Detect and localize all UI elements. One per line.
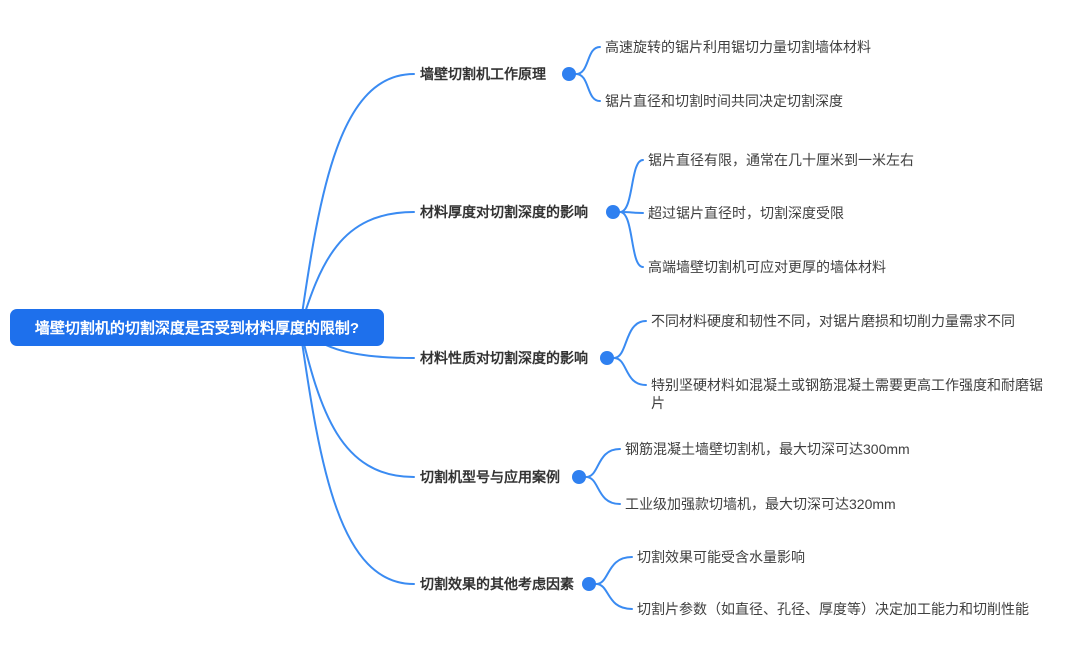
branch-collapse-dot-icon[interactable] <box>606 205 620 219</box>
branch-node[interactable]: 材料性质对切割深度的影响 <box>420 350 588 366</box>
connector-curve <box>585 476 621 505</box>
leaf-node[interactable]: 切割效果可能受含水量影响 <box>637 549 805 565</box>
connector-curve <box>613 320 647 359</box>
branch-collapse-dot-icon[interactable] <box>582 577 596 591</box>
connector-curve <box>299 327 415 585</box>
connector-curve <box>619 211 644 268</box>
leaf-node[interactable]: 锯片直径有限，通常在几十厘米到一米左右 <box>648 152 914 168</box>
connector-curve <box>575 73 601 102</box>
leaf-node[interactable]: 钢筋混凝土墙壁切割机，最大切深可达300mm <box>625 441 910 457</box>
leaf-node[interactable]: 特别坚硬材料如混凝土或钢筋混凝土需要更高工作强度和耐磨锯片 <box>651 377 1043 411</box>
leaf-node[interactable]: 工业级加强款切墙机，最大切深可达320mm <box>625 496 896 512</box>
connector-curve <box>613 357 647 386</box>
branch-node[interactable]: 切割机型号与应用案例 <box>420 469 560 485</box>
connector-curve <box>595 556 633 585</box>
connector-curve <box>575 46 601 75</box>
connector-curve <box>595 583 633 610</box>
connector-curve <box>619 159 644 213</box>
leaf-node[interactable]: 锯片直径和切割时间共同决定切割深度 <box>605 93 843 109</box>
connector-curve <box>299 211 415 329</box>
branch-collapse-dot-icon[interactable] <box>572 470 586 484</box>
connector-curve <box>299 327 415 478</box>
branch-node[interactable]: 切割效果的其他考虑因素 <box>420 576 574 592</box>
branch-collapse-dot-icon[interactable] <box>562 67 576 81</box>
connector-curve <box>585 448 621 478</box>
leaf-node[interactable]: 切割片参数（如直径、孔径、厚度等）决定加工能力和切削性能 <box>637 601 1029 617</box>
leaf-node[interactable]: 不同材料硬度和韧性不同，对锯片磨损和切削力量需求不同 <box>651 313 1015 329</box>
leaf-node[interactable]: 高端墙壁切割机可应对更厚的墙体材料 <box>648 259 886 275</box>
branch-node[interactable]: 材料厚度对切割深度的影响 <box>420 204 588 220</box>
branch-node[interactable]: 墙壁切割机工作原理 <box>420 66 546 82</box>
leaf-node[interactable]: 超过锯片直径时，切割深度受限 <box>648 205 844 221</box>
connector-curve <box>299 73 415 329</box>
branch-collapse-dot-icon[interactable] <box>600 351 614 365</box>
leaf-node[interactable]: 高速旋转的锯片利用锯切力量切割墙体材料 <box>605 39 871 55</box>
root-node[interactable]: 墙壁切割机的切割深度是否受到材料厚度的限制? <box>10 309 384 346</box>
